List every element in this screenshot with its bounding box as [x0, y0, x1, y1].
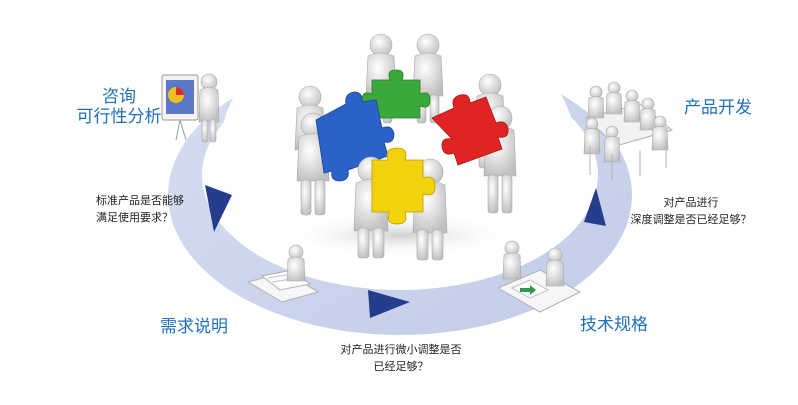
- stage-consult-line2: 可行性分析: [76, 106, 162, 127]
- presenter-illustration: [161, 73, 220, 143]
- question-minor-adjust: 对产品进行微小调整是否 已经足够？: [326, 341, 476, 375]
- question-standard-product-line1: 标准产品是否能够: [96, 194, 184, 207]
- yellow-puzzle-icon: [371, 147, 436, 225]
- stage-consult-title: 咨询 可行性分析: [74, 87, 164, 127]
- meeting-illustration: [583, 81, 674, 180]
- arrow-left-down-icon: [205, 185, 232, 232]
- question-standard-product: 标准产品是否能够 满足使用要求？: [96, 192, 184, 226]
- question-deep-adjust-line1: 对产品进行: [663, 196, 719, 209]
- stage-product-dev-title: 产品开发: [684, 98, 752, 118]
- question-standard-product-line2: 满足使用要求？: [96, 211, 173, 224]
- documents-illustration: [246, 244, 320, 303]
- stage-tech-spec-title: 技术规格: [580, 315, 648, 335]
- red-puzzle-icon: [431, 94, 509, 166]
- arrow-bottom-right-icon: [368, 290, 410, 318]
- flow-arrows: [205, 185, 606, 318]
- stage-consult-line1: 咨询: [102, 87, 136, 107]
- question-deep-adjust: 对产品进行 深度调整是否已经足够？: [618, 194, 764, 228]
- stage-requirements-title: 需求说明: [160, 317, 228, 337]
- question-minor-adjust-line2: 已经足够？: [373, 360, 429, 373]
- question-minor-adjust-line1: 对产品进行微小调整是否: [340, 343, 462, 356]
- question-deep-adjust-line2: 深度调整是否已经足够？: [630, 213, 752, 226]
- spec-illustration: [496, 240, 582, 313]
- arrow-right-up-icon: [584, 188, 606, 226]
- puzzle-team-illustration: [280, 33, 520, 261]
